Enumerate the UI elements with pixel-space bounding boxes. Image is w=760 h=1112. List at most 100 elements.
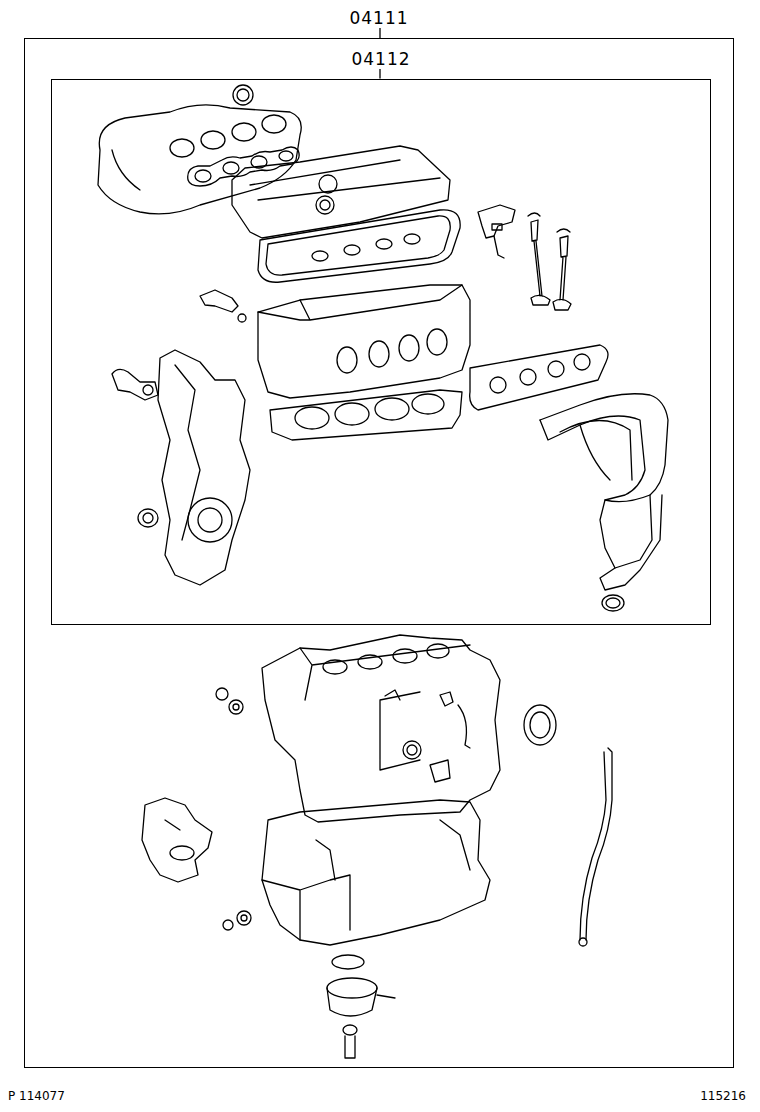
valve-cover [232, 146, 450, 238]
drain-plug [223, 920, 233, 930]
intake-manifold [201, 131, 225, 149]
intake-gasket [279, 151, 293, 161]
cylinder-head [399, 335, 419, 361]
valve-cover-gasket [258, 210, 460, 282]
illustration-number: P 114077 [8, 1089, 65, 1103]
exhaust-ring [606, 598, 620, 608]
head-gasket [270, 390, 462, 440]
drain-plug [241, 915, 247, 921]
oil-filter [327, 978, 377, 998]
cylinder-head [258, 285, 462, 320]
dipstick [579, 938, 587, 946]
timing-cover [175, 365, 200, 540]
dipstick [580, 752, 606, 940]
cylinder-block [262, 635, 500, 822]
intake-manifold [112, 150, 140, 190]
intake-manifold [98, 105, 301, 214]
oil-seal [138, 509, 158, 527]
timing-cover [158, 350, 250, 585]
throttle-gasket [233, 85, 253, 105]
exhaust-ring [602, 595, 624, 611]
plug [216, 688, 228, 700]
valve-cover [250, 160, 440, 200]
head-gasket [295, 407, 329, 429]
head-gasket [335, 403, 369, 425]
water-pump [142, 798, 212, 882]
exhaust-gasket [520, 369, 536, 385]
valve-cover-gasket [258, 210, 460, 282]
fuel-injector [494, 236, 504, 258]
oil-seal [138, 509, 158, 527]
dipstick [579, 748, 612, 946]
exhaust-gasket [490, 377, 506, 393]
cylinder-block [427, 644, 449, 658]
fuel-injector [492, 224, 502, 230]
cylinder-head [258, 285, 470, 398]
water-pump [165, 820, 180, 830]
dipstick [586, 748, 612, 940]
plug [216, 688, 470, 782]
rear-oil-seal [530, 712, 550, 738]
leader-line [379, 68, 380, 78]
head-gasket [412, 394, 444, 414]
plug [440, 692, 470, 748]
exhaust-gasket [574, 354, 590, 370]
cylinder-block [385, 690, 400, 700]
timing-cover [188, 498, 232, 542]
valve [528, 213, 571, 310]
exhaust-manifold [560, 420, 632, 480]
plug [229, 700, 243, 714]
exhaust-manifold [540, 394, 668, 590]
oil-filter [343, 1025, 357, 1035]
leader-line [379, 28, 380, 38]
oil-control-valve [200, 290, 246, 322]
rear-oil-seal [524, 705, 556, 745]
intake-manifold [170, 139, 194, 157]
water-outlet [143, 385, 153, 395]
water-outlet [112, 369, 158, 400]
valve-cover [316, 196, 334, 214]
kit-box: 0411104112 [24, 38, 734, 1068]
kit-box: 04112 [51, 79, 711, 625]
valve-cover-gasket [344, 245, 360, 255]
plug [233, 704, 239, 710]
oil-filter [332, 955, 364, 969]
exhaust-manifold [605, 495, 650, 502]
plug [407, 745, 417, 755]
valve-cover-gasket [266, 216, 450, 275]
valve-cover [319, 175, 337, 193]
head-gasket [375, 398, 409, 420]
timing-cover [158, 350, 250, 585]
oil-filter [345, 1036, 355, 1058]
valve-cover-gasket [312, 251, 328, 261]
intake-gasket [195, 170, 211, 182]
oil-control-valve [238, 314, 246, 322]
exhaust-gasket [548, 361, 564, 377]
oil-seal [143, 513, 153, 523]
fuel-injector [478, 205, 515, 238]
valve-cover [232, 146, 450, 238]
oil-pan [262, 800, 490, 945]
exhaust-manifold [540, 394, 668, 590]
valve-cover-gasket [376, 239, 392, 249]
cylinder-head [337, 347, 357, 373]
plug [403, 741, 421, 759]
cylinder-block [323, 660, 347, 674]
oil-control-valve [200, 290, 238, 312]
cylinder-block [300, 645, 470, 700]
oil-pan [316, 820, 470, 880]
valve-cover-gasket [404, 234, 420, 244]
intake-gasket [223, 162, 239, 174]
exhaust-manifold [540, 416, 645, 568]
head-gasket [270, 390, 462, 440]
water-pump [170, 846, 194, 860]
intake-manifold [232, 123, 256, 141]
intake-manifold [98, 105, 301, 214]
oil-pan [262, 875, 350, 940]
valve [531, 220, 550, 305]
exhaust-ring [602, 595, 624, 611]
plug [430, 760, 450, 782]
cylinder-block [262, 635, 500, 822]
